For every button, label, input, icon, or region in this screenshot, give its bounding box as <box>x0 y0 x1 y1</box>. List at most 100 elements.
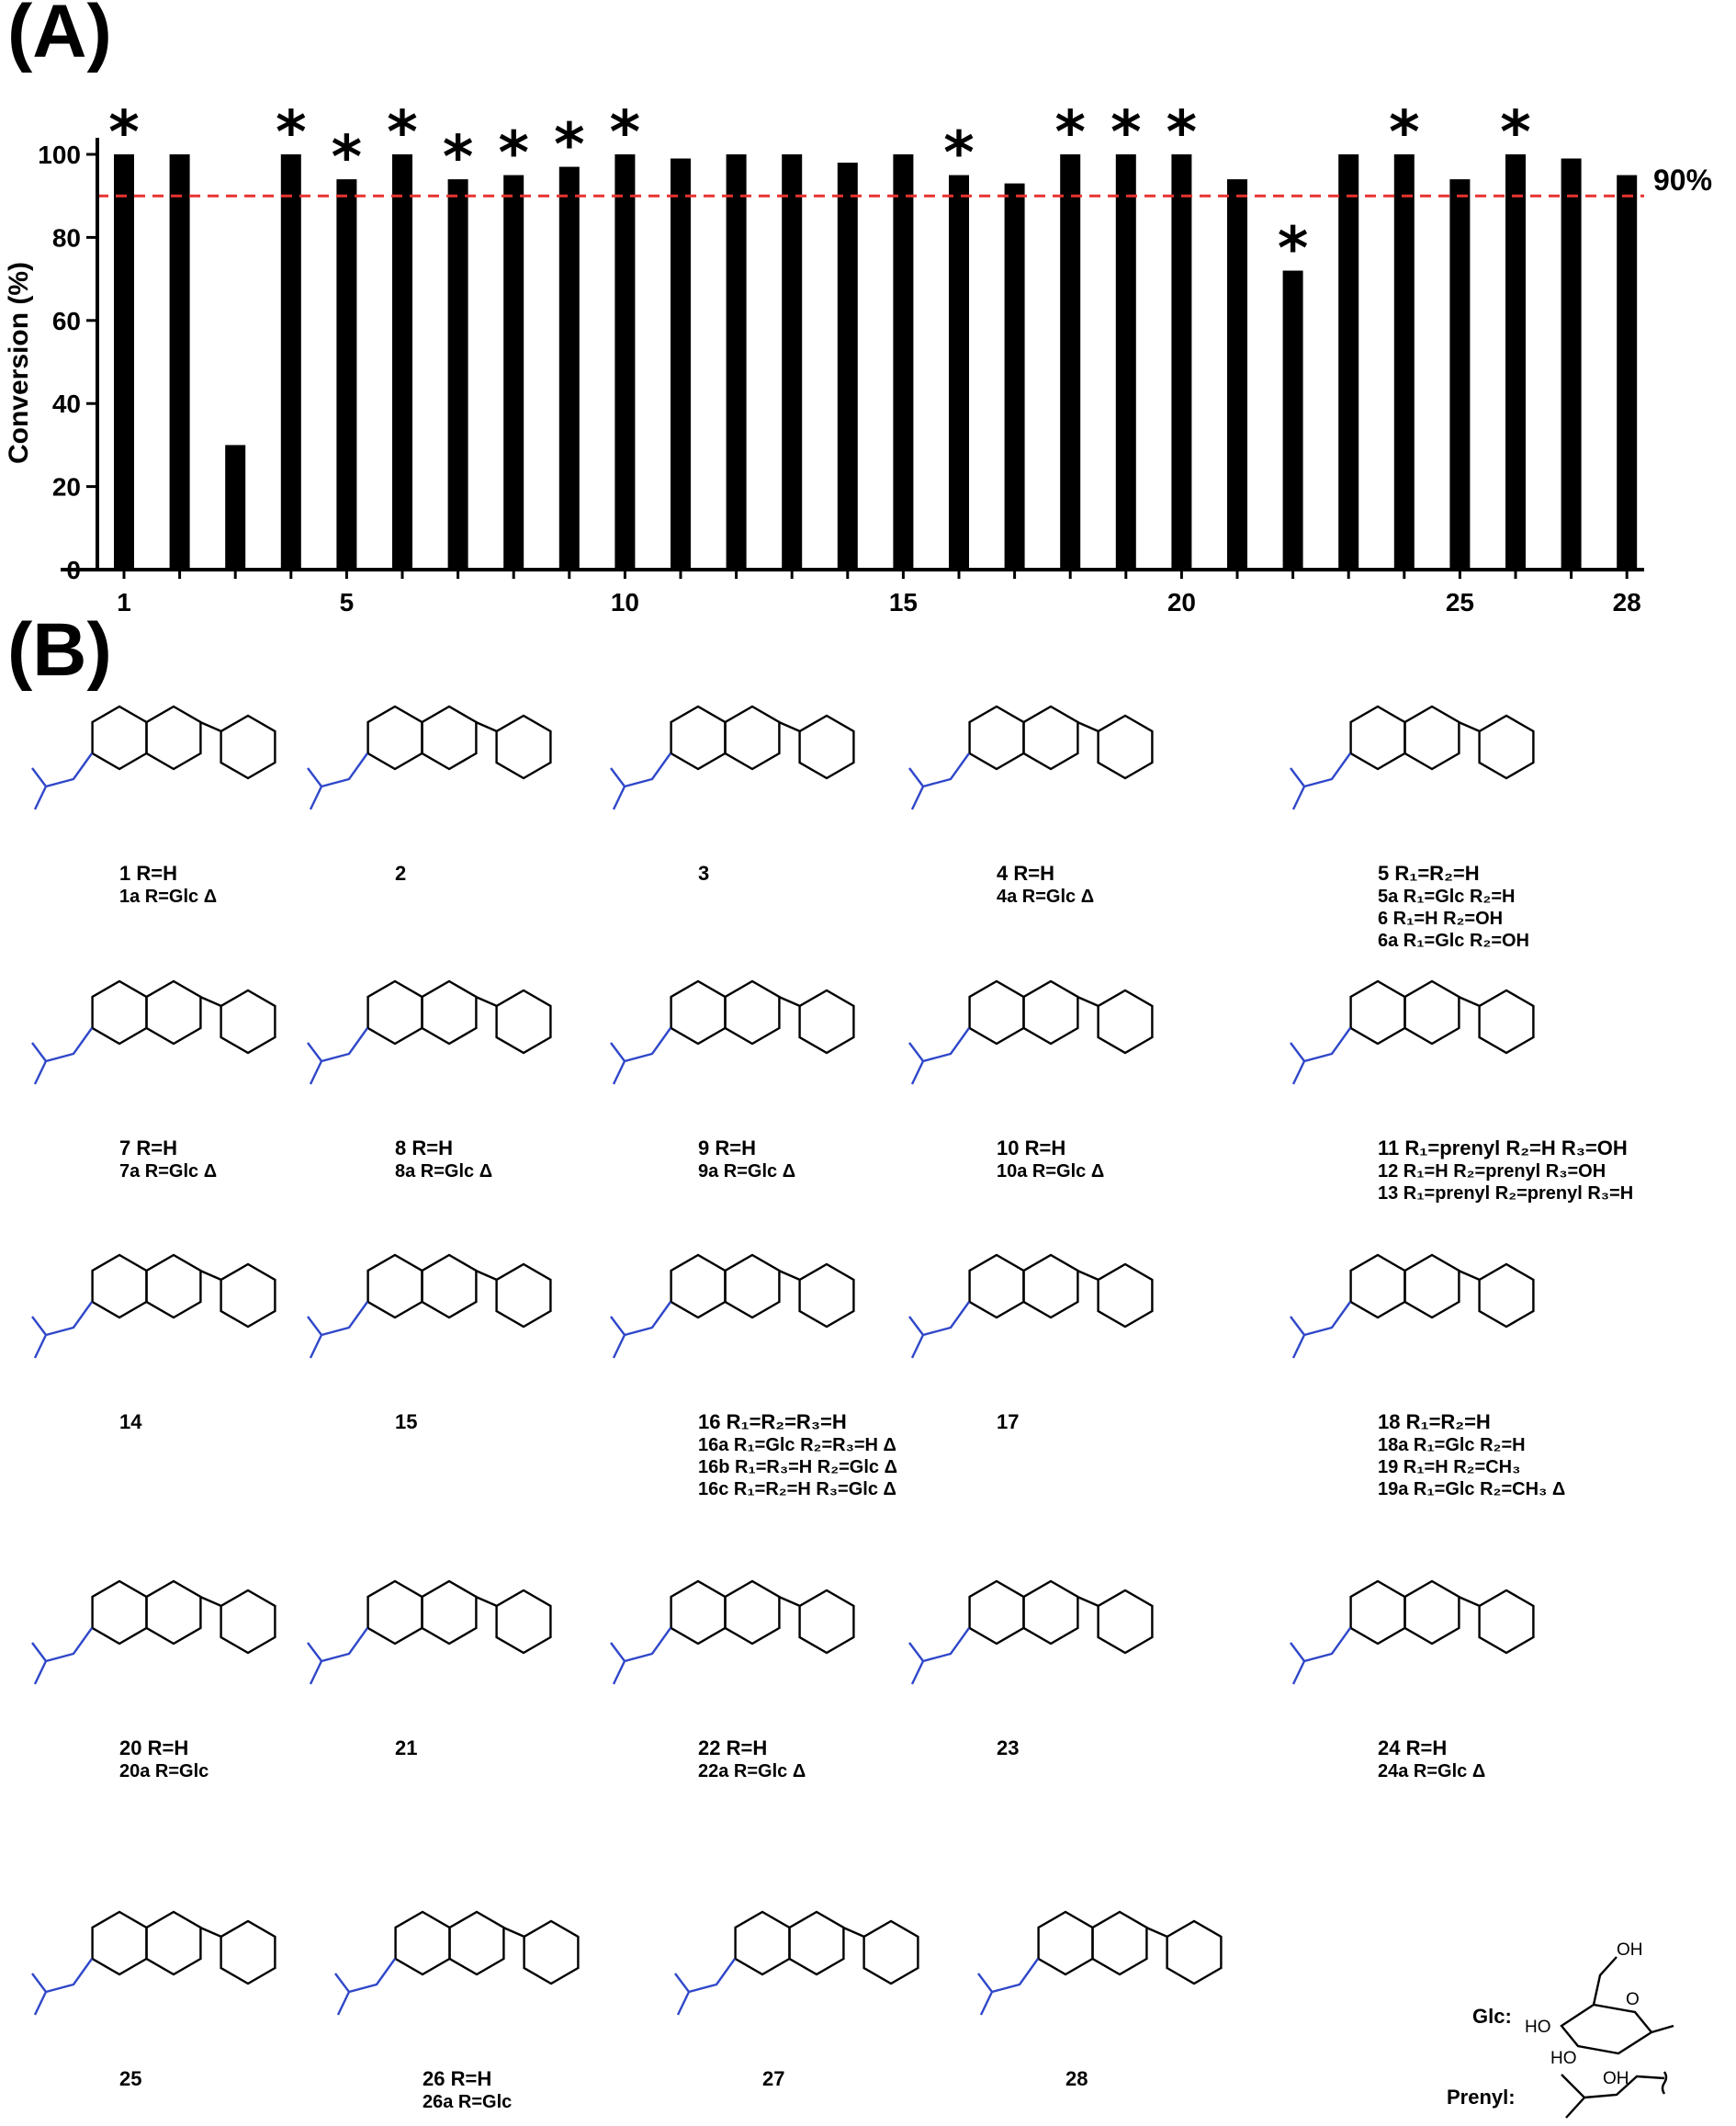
ring-bond <box>1478 1589 1535 1655</box>
ring-bond <box>1478 714 1535 780</box>
link-bond <box>199 720 222 733</box>
link-bond <box>778 720 801 733</box>
prenyl-bond <box>908 1301 970 1359</box>
x-tick-label-20: 20 <box>1167 588 1196 616</box>
ring-bond <box>495 1589 552 1655</box>
structure-3: 3 <box>610 705 855 885</box>
prenyl-bond <box>610 1627 671 1685</box>
link-bond <box>1458 1595 1481 1608</box>
compound-label-26-0: 26 R=H <box>423 2067 491 2090</box>
ring-bond <box>145 1910 202 1976</box>
ring-bond <box>862 1919 919 1985</box>
x-tick-label-28: 28 <box>1613 588 1641 616</box>
ring-bond <box>495 714 552 780</box>
ring-bond <box>394 1910 451 1976</box>
compound-label-23-0: 23 <box>997 1736 1019 1759</box>
ring-bond <box>1349 979 1406 1046</box>
link-bond <box>778 995 801 1008</box>
bar-compound-26 <box>1505 154 1526 570</box>
ring-bond <box>1097 1262 1154 1329</box>
prenyl-bond <box>610 752 671 810</box>
compound-label-27-0: 27 <box>762 2067 784 2090</box>
compound-label-11-2: 13 R₁=prenyl R₂=prenyl R₃=H <box>1378 1183 1633 1204</box>
bar-compound-10 <box>614 154 636 570</box>
link-bond <box>1458 720 1481 733</box>
ring-bond <box>421 1579 478 1645</box>
compound-label-18-1: 18a R₁=Glc R₂=H <box>1378 1435 1526 1455</box>
ring-bond <box>724 705 781 771</box>
ring-bond <box>734 1910 791 1976</box>
compound-label-16-3: 16c R₁=R₂=H R₃=Glc Δ <box>698 1479 896 1499</box>
compound-label-8-0: 8 R=H <box>395 1137 453 1159</box>
prenyl-bond <box>334 1958 396 2016</box>
significance-star-20: * <box>1167 99 1197 167</box>
ring-bond <box>670 979 727 1046</box>
ring-bond <box>91 1579 148 1645</box>
ring-bond <box>1349 1253 1406 1319</box>
ring-bond <box>798 1262 855 1329</box>
svg-text:HO: HO <box>1525 2018 1551 2037</box>
x-tick-label-1: 1 <box>117 588 131 616</box>
y-tick-label: 20 <box>52 473 81 502</box>
ring-bond <box>366 1253 423 1319</box>
compound-label-16-0: 16 R₁=R₂=R₃=H <box>698 1410 847 1433</box>
prenyl-bond <box>307 752 368 810</box>
compound-label-24-1: 24a R=Glc Δ <box>1378 1761 1485 1781</box>
ring-bond <box>1091 1910 1148 1976</box>
link-bond <box>475 1595 498 1608</box>
link-bond <box>1458 995 1481 1008</box>
ring-bond <box>220 1262 276 1329</box>
bar-compound-7 <box>447 179 468 570</box>
ring-bond <box>798 714 855 780</box>
ring-bond <box>145 1579 202 1645</box>
compound-label-26-1: 26a R=Glc <box>423 2092 512 2112</box>
ring-bond <box>495 1262 552 1329</box>
bar-compound-13 <box>782 154 803 570</box>
structure-1: 1 R=H1a R=Glc Δ <box>31 705 276 907</box>
bar-compound-16 <box>949 175 969 570</box>
structure-23: 23 <box>908 1579 1154 1759</box>
compound-label-16-1: 16a R₁=Glc R₂=R₃=H Δ <box>698 1435 896 1455</box>
bar-compound-20 <box>1171 154 1192 570</box>
ring-bond <box>968 1253 1025 1319</box>
compound-label-18-3: 19a R₁=Glc R₂=CH₃ Δ <box>1378 1479 1565 1499</box>
ring-bond <box>724 1253 781 1319</box>
legend-glc-label: Glc: <box>1472 2005 1512 2028</box>
compound-label-22-1: 22a R=Glc Δ <box>698 1761 806 1781</box>
significance-star-7: * <box>443 124 473 192</box>
compound-label-16-2: 16b R₁=R₃=H R₂=Glc Δ <box>698 1457 897 1477</box>
compound-label-10-1: 10a R=Glc Δ <box>997 1161 1104 1182</box>
glc-structure-icon: OH HO HO OH O <box>1525 1940 1674 2088</box>
ring-bond <box>1478 1262 1535 1329</box>
bar-compound-11 <box>671 158 691 570</box>
structure-8: 8 R=H8a R=Glc Δ <box>307 979 552 1182</box>
ring-bond <box>670 1253 727 1319</box>
link-bond <box>778 1595 801 1608</box>
prenyl-bond <box>307 1301 368 1359</box>
compound-label-9-1: 9a R=Glc Δ <box>698 1161 795 1182</box>
ring-bond <box>366 705 423 771</box>
bar-compound-19 <box>1115 154 1136 570</box>
ring-bond <box>145 705 202 771</box>
prenyl-bond <box>1290 1301 1351 1359</box>
x-tick-label-25: 25 <box>1446 588 1474 616</box>
link-bond <box>502 1926 525 1939</box>
y-tick-label: 40 <box>52 390 81 418</box>
ring-bond <box>421 1253 478 1319</box>
link-bond <box>1077 1595 1099 1608</box>
ring-bond <box>670 1579 727 1645</box>
ring-bond <box>91 979 148 1046</box>
link-bond <box>475 720 498 733</box>
link-bond <box>199 1595 222 1608</box>
ring-bond <box>1097 1589 1154 1655</box>
compound-label-4-0: 4 R=H <box>997 862 1054 885</box>
ring-bond <box>366 1579 423 1645</box>
ring-bond <box>421 705 478 771</box>
significance-star-1: * <box>108 99 139 167</box>
bar-compound-17 <box>1004 183 1025 570</box>
